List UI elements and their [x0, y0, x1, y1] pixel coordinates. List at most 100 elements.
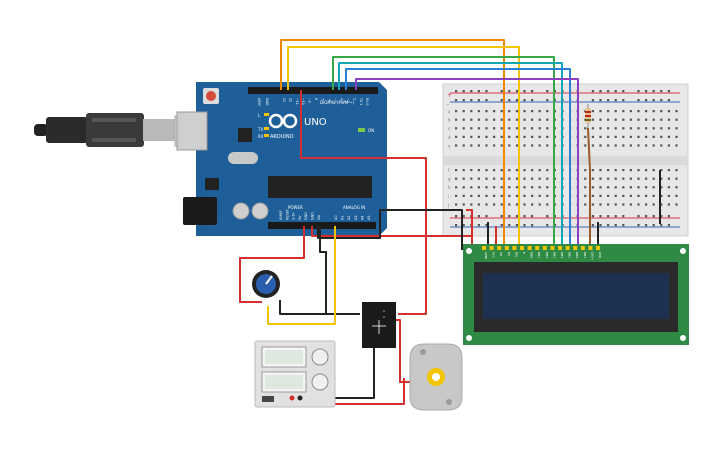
- lcd-pin: [550, 246, 555, 250]
- svg-text:1: 1: [383, 309, 385, 313]
- digital-pin-label: TX 1: [359, 97, 363, 105]
- row-letter: d: [448, 135, 451, 140]
- lcd-pin: [573, 246, 578, 250]
- power-supply: [254, 340, 336, 408]
- lcd-pin: [588, 246, 593, 250]
- lcd-pin-label: LED+: [590, 252, 594, 261]
- digital-pin-label: ~10: [301, 98, 305, 105]
- power-pin-label: IOREF: [279, 210, 283, 220]
- lcd-pin-label: E: [522, 252, 526, 254]
- lcd-pin-label: VCC: [492, 252, 496, 258]
- atmega-chip: [268, 176, 372, 198]
- lcd-screen: [483, 273, 669, 319]
- lcd-pin-label: RS: [507, 252, 511, 256]
- lcd-pin-label: DB2: [545, 252, 549, 258]
- potentiometer[interactable]: [252, 270, 280, 298]
- rail-plus-label: +: [447, 92, 452, 99]
- tx-led-label: TX: [257, 127, 263, 132]
- row-letter: c: [448, 126, 450, 131]
- row-letter: g: [448, 177, 451, 182]
- row-letter: j: [447, 202, 449, 207]
- digital-pin-label: RX 0: [365, 98, 369, 105]
- motor-gear-icon: [427, 368, 445, 386]
- header-pin-label: GND: [265, 98, 269, 106]
- analog-pin-label: A3: [354, 216, 358, 220]
- analog-pin-label: A4: [360, 216, 364, 220]
- power-pin-label: 3.3V: [292, 212, 296, 220]
- lcd-pin-label: DB4: [560, 252, 564, 258]
- lcd-pin: [542, 246, 547, 250]
- analog-pin-label: A1: [341, 216, 345, 220]
- digital-pin-label: 8: [314, 98, 318, 100]
- resistor: [585, 104, 591, 128]
- row-letter: f: [448, 168, 450, 173]
- header-pin-label: AREF: [257, 98, 261, 106]
- svg-text:2: 2: [383, 315, 385, 319]
- lcd-pin-label: RW: [514, 252, 518, 257]
- power-pin-label: 5V: [298, 215, 302, 220]
- lcd-pin: [497, 246, 502, 250]
- analog-pin-label: A5: [367, 216, 371, 220]
- lcd-pin-label: LED-: [598, 252, 602, 259]
- arduino-logo-icon: [268, 113, 298, 129]
- lcd-pin: [520, 246, 524, 250]
- digital-pin-label: ~9: [308, 98, 312, 103]
- power-pin-label: Vin: [317, 215, 321, 220]
- lcd-pin: [489, 246, 494, 250]
- lcd-pin: [527, 246, 532, 250]
- on-led-label: ON: [368, 128, 374, 133]
- lcd-pin: [558, 246, 562, 250]
- lcd-pin: [596, 246, 600, 250]
- digital-header-label: DIGITAL (PWM ~): [320, 100, 355, 105]
- digital-pin-label: ~11: [295, 98, 299, 105]
- analog-pin-label: A0: [334, 216, 338, 220]
- lcd-pin-label: DB1: [537, 252, 541, 258]
- lcd-pin-label: DB3: [552, 252, 556, 258]
- digital-pin-label: 2: [352, 98, 356, 100]
- digital-pin-label: ~3: [346, 98, 350, 103]
- power-pin-label: GND: [311, 212, 315, 220]
- dc-motor: [409, 343, 463, 411]
- power-header-label: POWER: [288, 205, 303, 210]
- l-led-label: L: [258, 113, 261, 118]
- lcd-pin: [504, 246, 509, 250]
- digital-pin-label: 7: [320, 98, 324, 100]
- digital-pin-label: 4: [340, 98, 344, 100]
- power-pin-label: GND: [304, 212, 308, 220]
- relay-module: 1 2: [362, 302, 396, 348]
- usb-cable: [34, 113, 200, 147]
- lcd-pin-label: DB6: [575, 252, 579, 258]
- wires: [239, 39, 661, 405]
- lcd-pin-label: DB0: [530, 252, 534, 258]
- row-letter: b: [448, 118, 451, 123]
- lcd-pin: [580, 246, 585, 250]
- digital-pin-label: ~5: [333, 98, 337, 103]
- row-letter: e: [448, 143, 451, 148]
- row-letter: a: [448, 109, 451, 114]
- rx-led-label: RX: [258, 134, 264, 139]
- lcd-pin: [535, 246, 540, 250]
- analog-header-label: ANALOG IN: [343, 205, 365, 210]
- power-pin-label: RESET: [285, 208, 289, 220]
- arduino-model-label: UNO: [304, 117, 327, 128]
- lcd-pin: [565, 246, 570, 250]
- rail-minus-label: -: [447, 101, 449, 108]
- lcd-pin: [482, 246, 486, 250]
- lcd-pin-label: GND: [484, 252, 488, 260]
- row-letter: h: [448, 185, 451, 190]
- digital-pin-label: 13: [282, 98, 286, 102]
- lcd-pin-label: DB5: [568, 252, 572, 258]
- lcd-pin-label: DB7: [583, 252, 587, 258]
- digital-pin-label: 12: [288, 98, 292, 102]
- arduino-uno-board: UNO ARDUINO DIGITAL (PWM ~) TX RX L ON P…: [176, 82, 387, 236]
- row-letter: i: [448, 194, 449, 199]
- arduino-brand-label: ARDUINO: [270, 134, 294, 140]
